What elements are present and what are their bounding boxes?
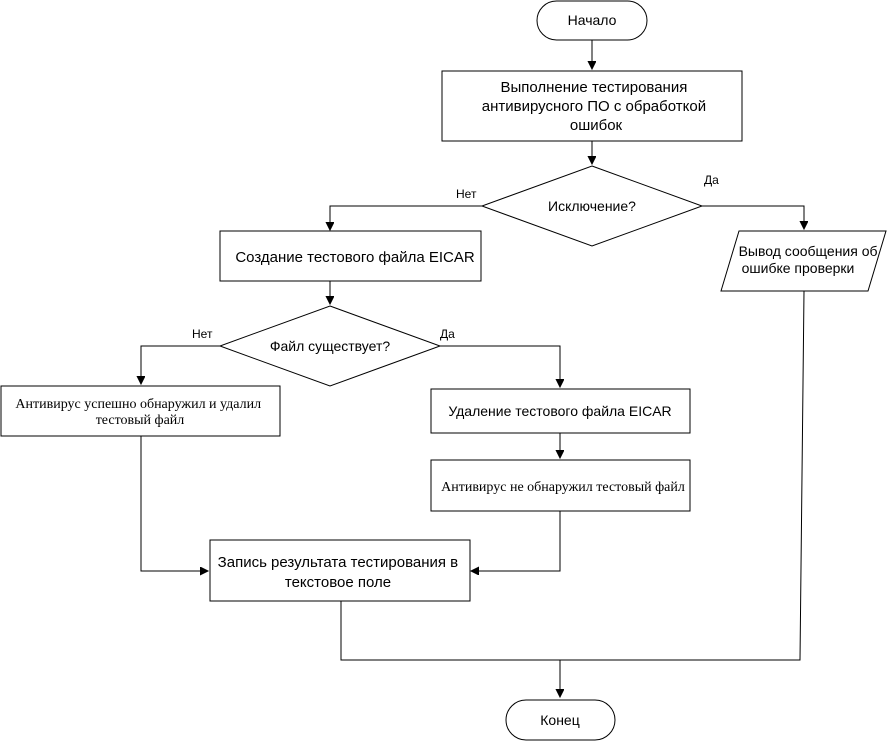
file-no-label: Нет bbox=[192, 327, 213, 341]
file-yes-label: Да bbox=[440, 327, 455, 341]
start-label: Начало bbox=[568, 12, 617, 28]
error-output-label-line-2: ошибке проверки bbox=[742, 260, 855, 276]
edge-exception-no bbox=[330, 205, 482, 230]
error-output-label: Вывод сообщения об ошибке проверки bbox=[739, 243, 882, 276]
edge-detected-to-write bbox=[140, 436, 208, 571]
write-result-process bbox=[209, 539, 471, 602]
file-exists-decision bbox=[218, 305, 442, 387]
file-exists-label: Файл существует? bbox=[270, 338, 391, 354]
create-eicar-process bbox=[219, 230, 482, 282]
detected-label: Антивирус успешно обнаружил и удалил тес… bbox=[15, 397, 264, 428]
edge-file-yes bbox=[440, 345, 560, 387]
start-terminal bbox=[536, 0, 648, 41]
write-result-label-line-1: Запись результата тестирования в bbox=[218, 554, 459, 571]
edge-error-to-end bbox=[560, 290, 805, 697]
exception-yes-label: Да bbox=[704, 173, 719, 187]
edge-exception-yes bbox=[702, 205, 804, 229]
edge-not-detected-to-write bbox=[471, 511, 561, 571]
edge-file-no bbox=[141, 345, 220, 384]
edge-write-merge bbox=[340, 601, 560, 661]
end-label: Конец bbox=[540, 712, 579, 728]
write-result-label: Запись результата тестирования в текстов… bbox=[218, 554, 463, 591]
run-test-label-line-2: антивирусного ПО с обработкой bbox=[482, 98, 706, 115]
error-output-io bbox=[720, 230, 887, 292]
delete-eicar-process bbox=[430, 388, 691, 434]
run-test-label-line-3: ошибок bbox=[570, 117, 623, 134]
detected-label-line-2: тестовый файл bbox=[96, 413, 185, 428]
exception-no-label: Нет bbox=[456, 187, 477, 201]
not-detected-process bbox=[430, 459, 691, 512]
run-test-label-line-1: Выполнение тестирования bbox=[500, 79, 687, 96]
detected-process bbox=[0, 385, 281, 437]
detected-label-line-1: Антивирус успешно обнаружил и удалил bbox=[15, 397, 261, 412]
run-test-label: Выполнение тестирования антивирусного ПО… bbox=[482, 79, 711, 134]
create-eicar-label: Создание тестового файла EICAR bbox=[235, 249, 475, 266]
run-test-process bbox=[441, 70, 743, 142]
error-output-label-line-1: Вывод сообщения об bbox=[739, 243, 878, 259]
exception-decision bbox=[480, 165, 704, 247]
exception-label: Исключение? bbox=[548, 198, 636, 214]
not-detected-label: Антивирус не обнаружил тестовый файл bbox=[441, 480, 685, 495]
delete-eicar-label: Удаление тестового файла EICAR bbox=[448, 403, 671, 419]
write-result-label-line-2: текстовое поле bbox=[285, 574, 391, 591]
end-terminal bbox=[505, 699, 616, 741]
